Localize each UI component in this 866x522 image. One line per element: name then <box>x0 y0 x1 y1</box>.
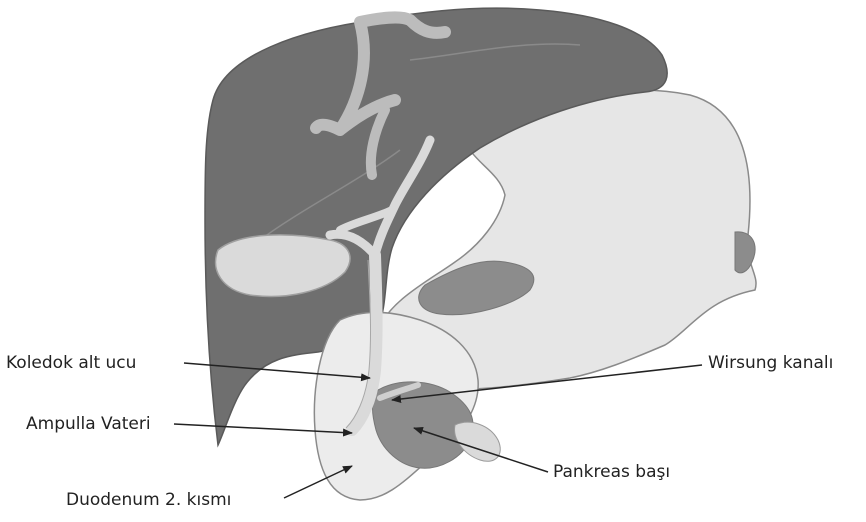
koledok-alt-ucu-label: Koledok alt ucu <box>6 353 136 373</box>
ampulla-vateri-label: Ampulla Vateri <box>26 414 151 434</box>
pankreas-basi-label: Pankreas başı <box>553 462 670 482</box>
wirsung-kanali-label: Wirsung kanalı <box>708 353 833 373</box>
pancreas-tail-lobe <box>455 422 501 461</box>
duodenum-label: Duodenum 2. kısmı <box>66 490 231 510</box>
